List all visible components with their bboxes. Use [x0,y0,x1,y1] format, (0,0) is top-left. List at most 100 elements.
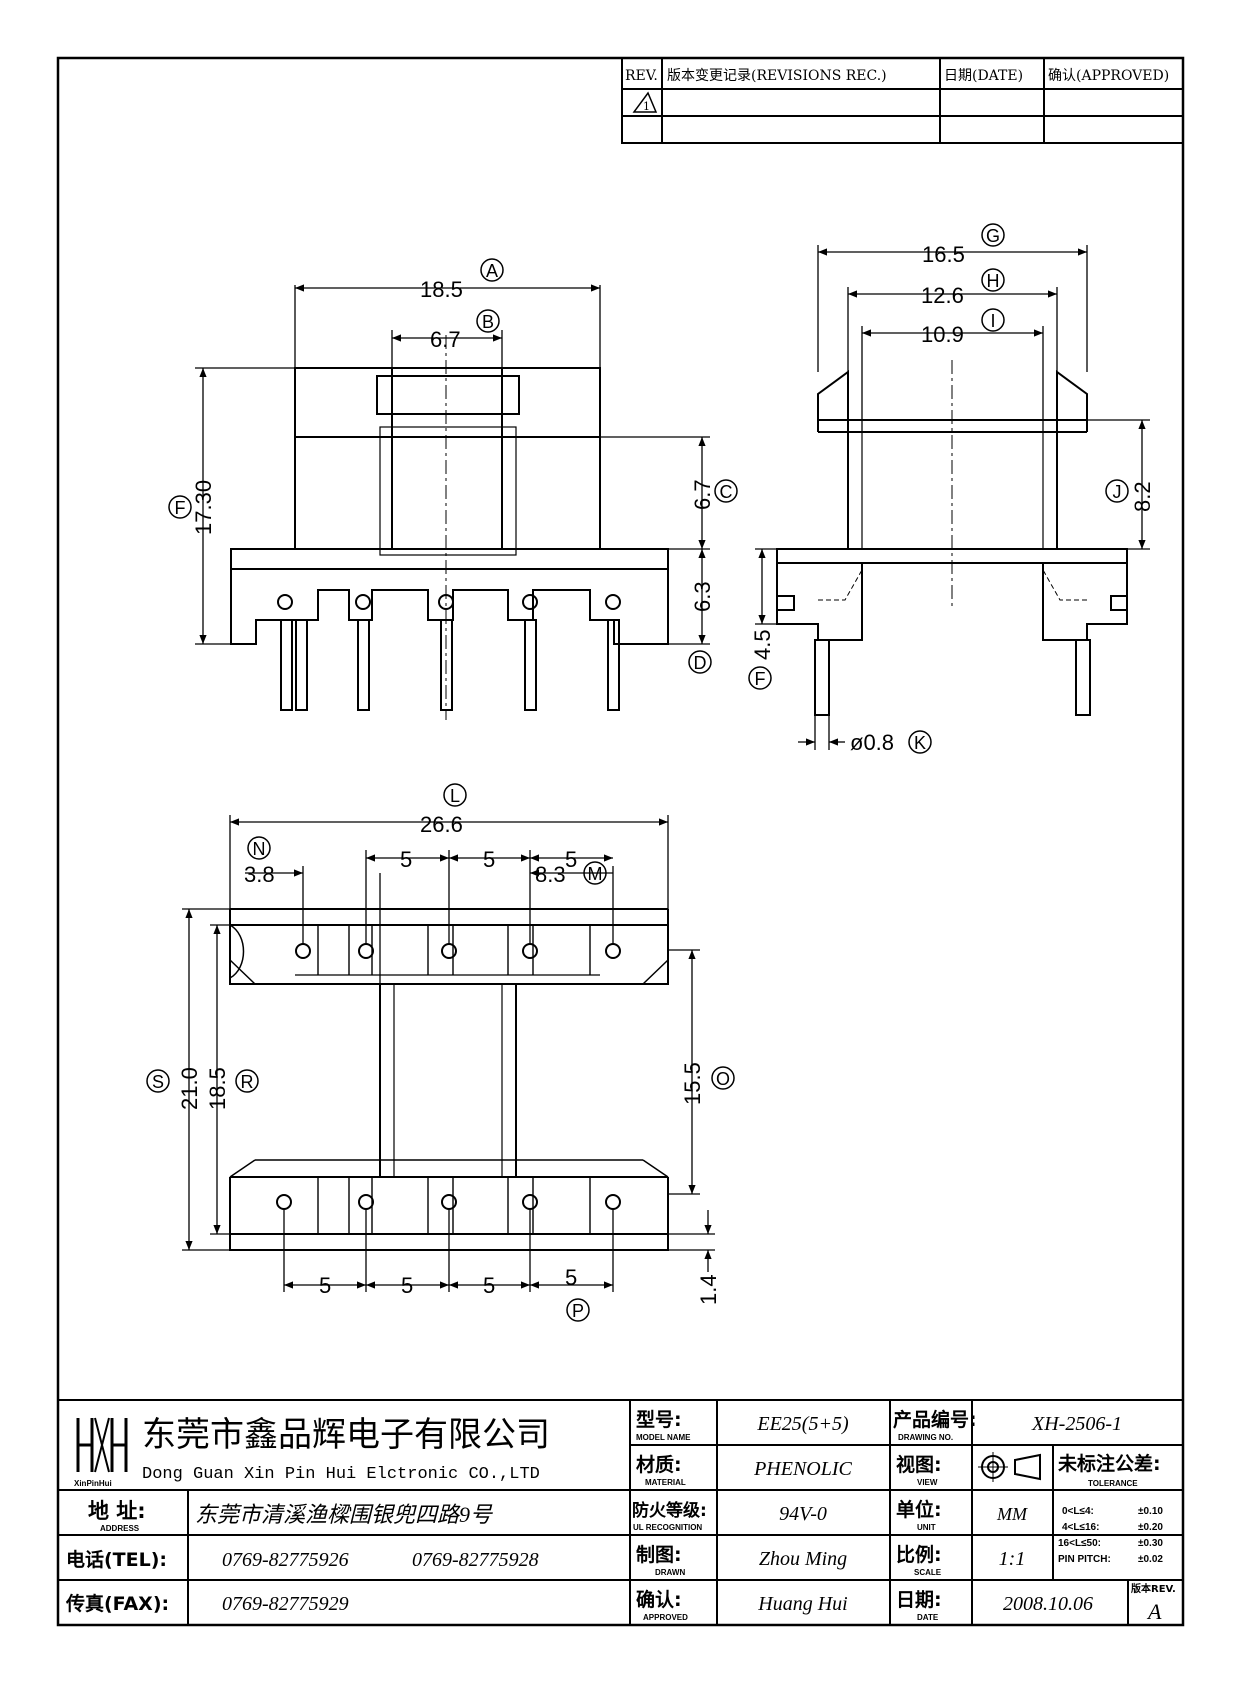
model-sub: MODEL NAME [636,1433,691,1442]
dim-m-value: 8.3 [535,862,566,887]
drawn-value: Zhou Ming [759,1548,847,1570]
dim-a-value: 18.5 [420,277,463,302]
material-sub: MATERIAL [645,1478,686,1487]
tag-h: H [987,271,1000,291]
dim-r-value: 18.5 [205,1067,230,1110]
side-view [776,360,1128,716]
date-sub: DATE [917,1613,939,1622]
fax-value: 0769-82775929 [222,1593,349,1615]
tag-f: F [175,498,186,518]
scale-value: 1:1 [999,1548,1026,1570]
tel-value-2: 0769-82775928 [412,1549,539,1571]
approved-label: 确认: [636,1588,682,1611]
tag-d: D [694,653,707,673]
pitch-top-3: 5 [565,847,577,872]
drawing-no-sub: DRAWING NO. [898,1433,953,1442]
tag-o-circle [711,1066,735,1090]
tolerance-sub: TOLERANCE [1088,1479,1138,1488]
tolerance-value-1: ±0.10 [1138,1506,1163,1517]
tag-f-circle [168,495,192,519]
address-value: 东莞市清溪渔樑围银兜四路9号 [195,1502,493,1527]
dim-c-value: 6.7 [690,479,715,510]
model-label: 型号: [636,1408,682,1431]
tolerance-value-2: ±0.20 [1138,1522,1163,1533]
tag-k: K [914,733,926,753]
title-block [57,1399,1184,1626]
dim-k-value: ø0.8 [850,730,894,755]
tag-a-circle [480,258,504,282]
dim-d-value: 6.3 [690,581,715,612]
dim-h-value: 12.6 [921,283,964,308]
rev-value: A [1146,1599,1162,1624]
dim-f-value: 17.30 [191,480,216,535]
dim-g-value: 16.5 [922,242,965,267]
dim-j-value: 8.2 [1130,481,1155,512]
company-name-en: Dong Guan Xin Pin Hui Elctronic CO.,LTD [142,1465,540,1484]
tolerance-value-4: ±0.02 [1138,1554,1163,1565]
tag-i: I [990,311,995,331]
revision-triangle-icon [632,91,658,113]
tolerance-title: 未标注公差: [1057,1452,1161,1475]
view-label: 视图: [896,1453,942,1476]
tag-m: M [588,864,603,884]
pitch-top-1: 5 [400,847,412,872]
tag-k-circle [908,730,932,754]
front-view [230,335,669,720]
tag-s: S [152,1072,164,1092]
tag-a: A [486,261,498,281]
tag-c-circle [714,479,738,503]
tag-p-circle [566,1298,590,1322]
tag-g-circle [981,223,1005,247]
tag-r-circle [235,1069,259,1093]
tag-p: P [572,1301,584,1321]
drawn-sub: DRAWN [655,1568,685,1577]
dim-q-value: 1.4 [696,1274,721,1305]
material-value: PHENOLIC [753,1458,852,1480]
unit-sub: UNIT [917,1523,936,1532]
tag-b-circle [476,309,500,333]
tag-j: J [1113,482,1122,502]
ul-label: 防火等级: [632,1500,707,1521]
tag-l-circle [443,783,467,807]
tag-f2-circle [748,666,772,690]
ul-sub: UL RECOGNITION [633,1523,702,1532]
tel-value-1: 0769-82775926 [222,1549,349,1571]
date-value: 2008.10.06 [1003,1593,1093,1615]
bottom-view [229,908,669,1251]
company-name-cn: 东莞市鑫品辉电子有限公司 [142,1415,550,1455]
approved-sub: APPROVED [643,1613,688,1622]
dim-o-value: 15.5 [680,1062,705,1105]
pitch-top-2: 5 [483,847,495,872]
pitch-bottom-1: 5 [319,1273,331,1298]
tag-r: R [241,1072,254,1092]
sheet-border [56,56,1185,1627]
tag-n-circle [247,836,271,860]
tolerance-range-3: 16<L≤50: [1058,1538,1101,1549]
rev-label: 版本REV. [1131,1582,1176,1595]
view-sub: VIEW [917,1478,938,1487]
scale-label: 比例: [896,1543,942,1566]
tag-l: L [450,786,460,806]
dim-f2-value: 4.5 [750,629,775,660]
tag-n: N [253,839,266,859]
address-label: 地 址: [88,1499,146,1523]
tag-i-circle [981,308,1005,332]
ul-value: 94V-0 [779,1503,827,1525]
drawn-label: 制图: [636,1543,682,1566]
tag-h-circle [981,268,1005,292]
material-label: 材质: [636,1453,682,1476]
tel-label: 电话(TEL): [66,1548,167,1571]
unit-value: MM [996,1504,1028,1524]
pitch-bottom-4: 5 [565,1265,577,1290]
revisions-header: 版本变更记录(REVISIONS REC.) [667,68,887,84]
tag-d-circle [688,650,712,674]
tag-g: G [986,226,1000,246]
tag-b: B [482,312,494,332]
dim-s-value: 21.0 [177,1067,202,1110]
tag-s-circle [146,1069,170,1093]
drawing-no-value: XH-2506-1 [1031,1413,1122,1435]
rev-header: REV. [625,68,658,84]
logo-text: XinPinHui [74,1479,112,1488]
projection-symbol-icon [978,1452,1041,1482]
